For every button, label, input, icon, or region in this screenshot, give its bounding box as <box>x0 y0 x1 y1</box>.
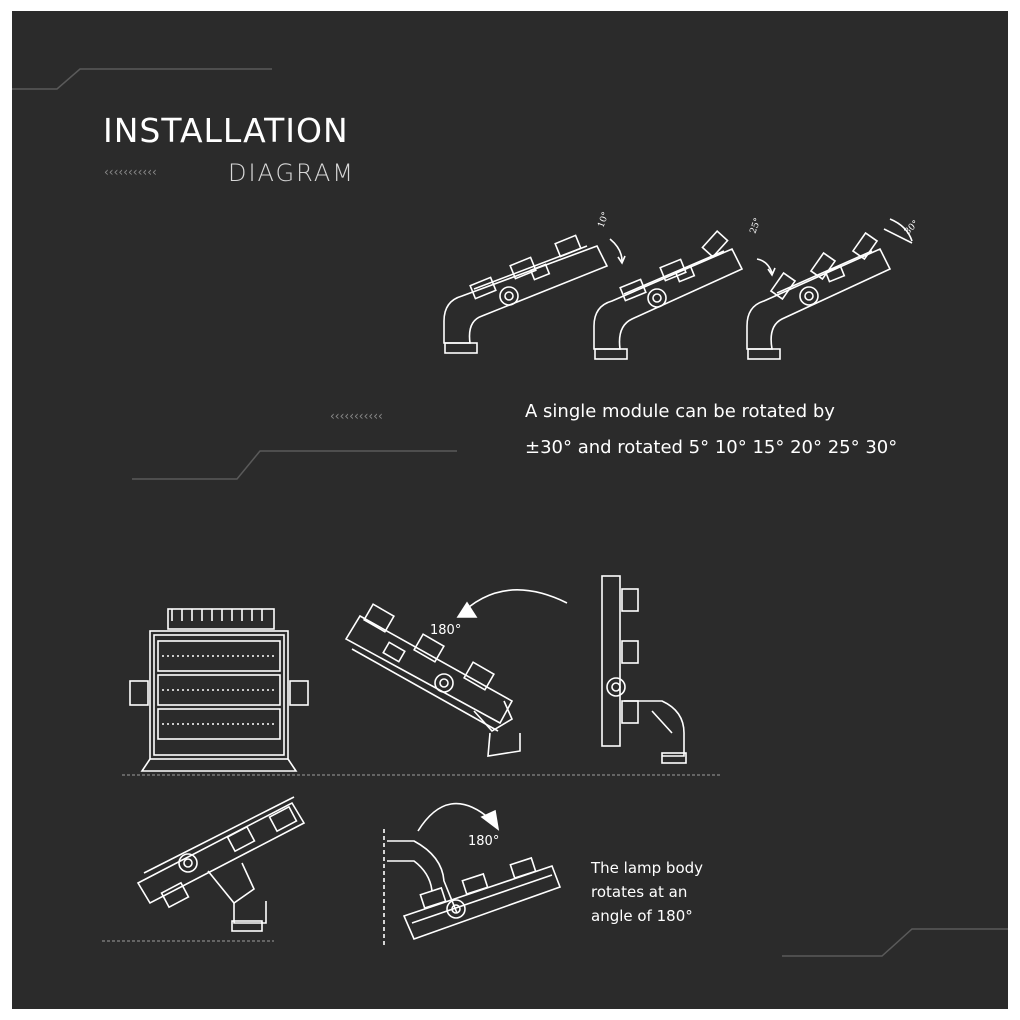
rotation-illustration-1 <box>443 234 626 354</box>
fixture-bottom-flip-view <box>383 802 562 946</box>
page-title: INSTALLATION <box>103 111 349 150</box>
chevron-divider-top: ‹‹‹‹‹‹‹‹‹‹‹ <box>104 165 157 179</box>
rotation-illustration-3 <box>746 218 913 360</box>
installation-artwork <box>12 68 1008 957</box>
flip-caption-line-2: rotates at an <box>591 883 688 901</box>
flip-caption-line-1: The lamp body <box>591 859 704 877</box>
rotation-illustration-2 <box>593 230 776 360</box>
flip-caption-line-3: angle of 180° <box>591 907 693 925</box>
chevron-divider-middle: ‹‹‹‹‹‹‹‹‹‹‹ <box>330 409 383 423</box>
diagram-panel: INSTALLATION DIAGRAM ‹‹‹‹‹‹‹‹‹‹‹ ‹‹‹‹‹‹‹… <box>12 11 1008 1009</box>
rotation-caption-line-1: A single module can be rotated by <box>525 401 835 422</box>
fixture-front-view <box>122 608 722 776</box>
rotation-caption-line-2: ±30° and rotated 5° 10° 15° 20° 25° 30° <box>525 437 898 458</box>
flip-angle-label-bottom: 180° <box>468 834 500 849</box>
page-subtitle: DIAGRAM <box>228 159 355 187</box>
flip-angle-label-top: 180° <box>430 623 462 638</box>
fixture-bottom-left-view <box>102 796 306 942</box>
decorative-lines <box>12 68 1008 957</box>
fixture-tilted-view <box>344 589 568 757</box>
fixture-vertical-view <box>601 575 687 764</box>
